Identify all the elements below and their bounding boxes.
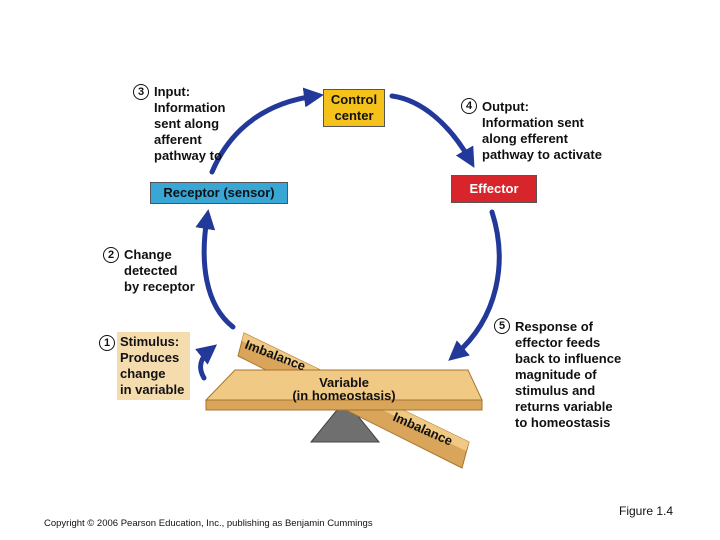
control-center-line2: center <box>334 108 374 123</box>
step-4-text: Output: Information sent along efferent … <box>482 99 602 162</box>
arrow-to-effector-response <box>448 209 502 361</box>
figure-label: Figure 1.4 <box>619 504 674 518</box>
variable-sublabel: (in homeostasis) <box>292 388 395 403</box>
arrow-input <box>209 87 324 175</box>
step-2-text: Change detected by receptor <box>124 247 195 294</box>
step-5-text: Response of effector feeds back to influ… <box>515 319 622 430</box>
control-center-line1: Control <box>330 92 378 107</box>
step-5-number-icon: 5 <box>494 318 510 334</box>
variable-label: Variable <box>319 375 369 390</box>
arrow-stimulus <box>195 344 218 381</box>
step-2-number-icon: 2 <box>103 247 119 263</box>
step-1-number-icon: 1 <box>99 335 115 351</box>
step-3-text: Input: Information sent along afferent p… <box>154 84 226 163</box>
step-1-text: Stimulus: Produces change in variable <box>120 334 185 397</box>
step-3-number-icon: 3 <box>133 84 149 100</box>
control-center-box: Control center <box>323 89 385 127</box>
step-4-number-icon: 4 <box>461 98 477 114</box>
effector-label: Effector <box>469 181 519 196</box>
receptor-label: Receptor (sensor) <box>163 185 275 200</box>
receptor-box: Receptor (sensor) <box>150 182 288 204</box>
arrow-change-detected <box>195 209 236 330</box>
copyright-text: Copyright © 2006 Pearson Education, Inc.… <box>44 518 373 529</box>
stimulus-highlight <box>117 332 190 400</box>
fulcrum <box>309 399 381 443</box>
effector-box: Effector <box>451 175 537 203</box>
arrow-output <box>389 93 475 168</box>
